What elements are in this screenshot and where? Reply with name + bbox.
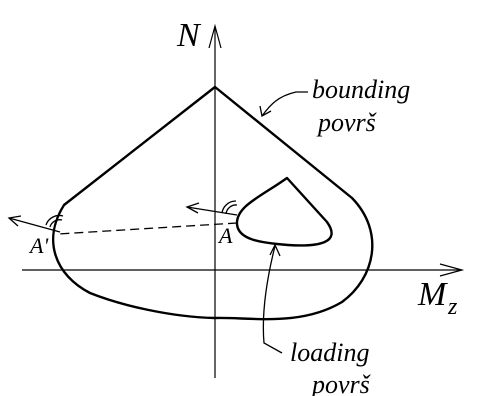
point-a-prime-label: A' [28,233,48,258]
loading-leader-arrowhead [269,243,281,257]
angle-mark-a [225,204,238,215]
normal-vector-a-arrowhead [185,202,200,214]
normal-vector-a [186,206,238,216]
translation-dashed-line [57,222,238,235]
loading-label-line1: loading [290,338,369,367]
mz-axis-label: M [417,276,448,313]
angle-mark-a-prime [49,219,63,228]
mz-axis-arrowhead [439,263,465,277]
n-axis-arrowhead [208,23,222,49]
normal-vector-a-prime [8,217,61,233]
n-axis-label: N [176,17,202,54]
point-a-label: A [217,223,233,248]
normal-vector-a-prime-arrowhead [7,215,22,227]
bounding-label-line1: bounding [312,75,410,104]
loading-leader-line [262,245,283,354]
bounding-label-line2: površ [316,108,377,137]
bounding-leader-arrowhead [259,105,272,118]
bounding-surface-curve [52,85,374,321]
angle-mark-a-outer [221,200,237,214]
loading-surface-curve [235,176,333,247]
bounding-leader-line [261,91,308,117]
angle-mark-a-prime-outer [45,214,64,226]
mz-axis-subscript: z [447,294,458,320]
loading-label-line2: površ [310,370,371,396]
